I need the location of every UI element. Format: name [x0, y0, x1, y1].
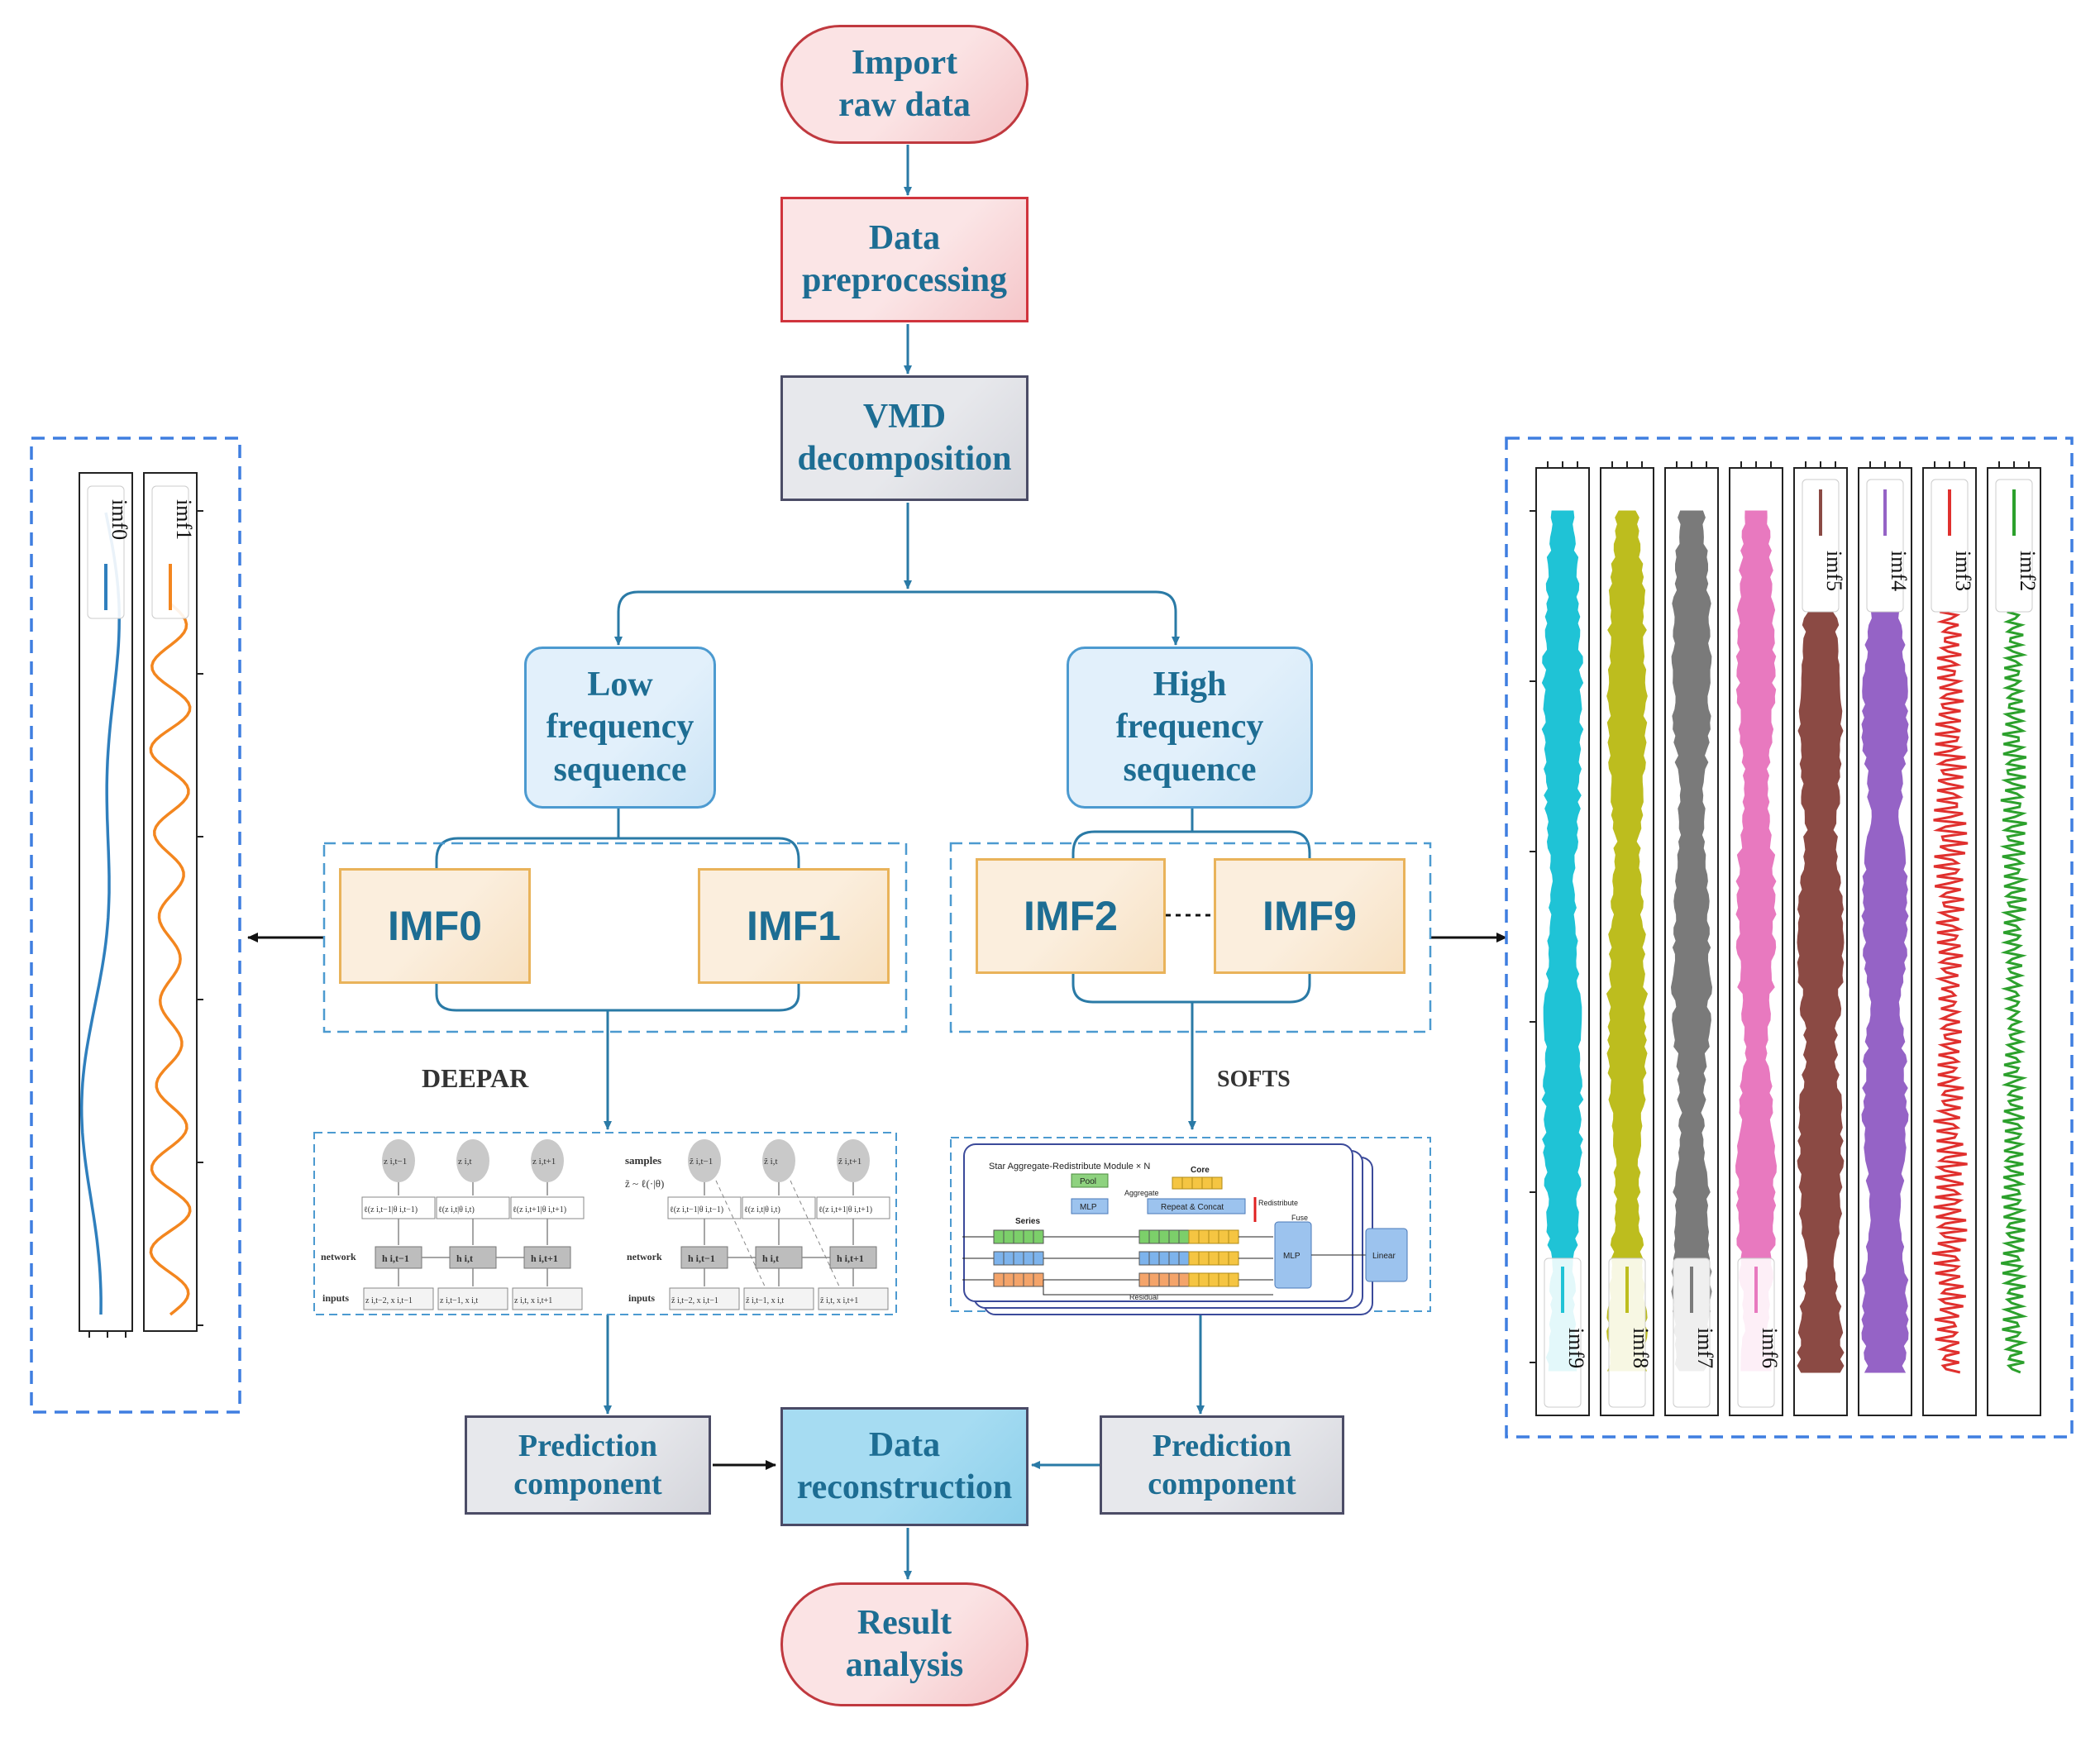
split-bracket	[617, 590, 1177, 642]
result-analysis-node: Result analysis	[780, 1582, 1029, 1706]
high-bottom-bracket	[1071, 974, 1311, 1004]
imf9-node: IMF9	[1214, 858, 1406, 974]
low-frequency-node: Low frequency sequence	[524, 647, 716, 809]
imf2-node: IMF2	[976, 858, 1166, 974]
softs-frame	[950, 1137, 1431, 1312]
data-reconstruction-node: Data reconstruction	[780, 1407, 1029, 1526]
left-plot-frame	[30, 437, 241, 1414]
deepar-frame	[313, 1132, 897, 1315]
deepar-label: DEEPAR	[422, 1063, 529, 1093]
right-plot-frame	[1505, 437, 2074, 1439]
vmd-decomposition-node: VMD decomposition	[780, 375, 1029, 501]
low-bottom-bracket	[435, 984, 800, 1012]
imf1-node: IMF1	[698, 868, 890, 984]
prediction-component-left-node: Prediction component	[465, 1415, 711, 1515]
prediction-component-right-node: Prediction component	[1100, 1415, 1344, 1515]
high-group-frame	[949, 842, 1432, 1033]
imf0-node: IMF0	[339, 868, 531, 984]
low-group-frame	[322, 842, 908, 1033]
softs-label: SOFTS	[1217, 1067, 1291, 1092]
high-frequency-node: High frequency sequence	[1067, 647, 1313, 809]
import-raw-data-node: Import raw data	[780, 25, 1029, 144]
data-preprocessing-node: Data preprocessing	[780, 197, 1029, 322]
